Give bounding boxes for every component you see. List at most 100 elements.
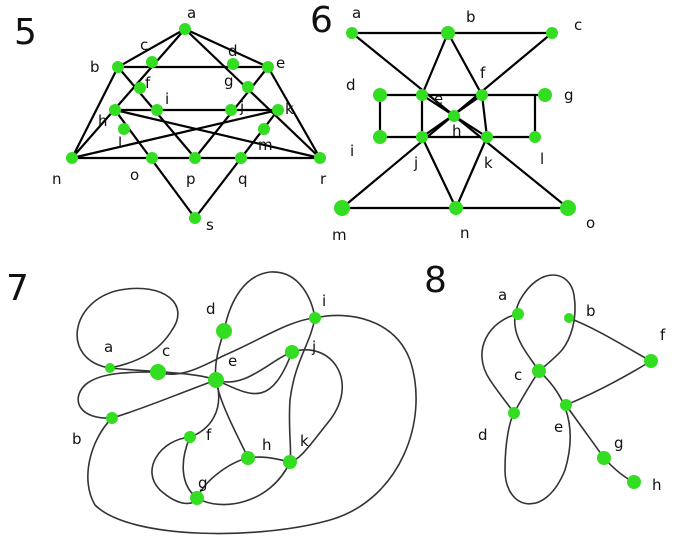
- f5-node-p: [189, 152, 201, 164]
- f6-label-n: n: [460, 224, 470, 242]
- f8-node-d: [508, 407, 520, 419]
- f5-label-h: h: [98, 112, 108, 130]
- f7-label-j: j: [311, 338, 316, 356]
- f5-label-q: q: [238, 170, 248, 188]
- figure-7-number: 7: [6, 268, 29, 309]
- f7-label-i: i: [322, 292, 326, 310]
- f5-label-f: f: [145, 74, 151, 92]
- f5-label-j: j: [239, 98, 244, 116]
- f5-node-e: [262, 61, 274, 73]
- f6-node-j: [416, 131, 428, 143]
- figure-6: 6: [310, 0, 595, 244]
- figure-6-edges: [340, 31, 570, 210]
- f7-node-c: [150, 364, 166, 380]
- f8-node-f: [644, 354, 658, 368]
- f5-node-k: [272, 104, 284, 116]
- f6-node-h: [448, 110, 460, 122]
- f8-label-e: e: [554, 418, 563, 436]
- f5-node-m: [258, 123, 270, 135]
- f6-node-m: [334, 200, 350, 216]
- f5-node-j: [225, 104, 237, 116]
- figure-6-labels: a b c d e f g h i j k l m n o: [332, 4, 595, 244]
- f5-edge-a-b: [116, 27, 187, 69]
- f7-node-k: [283, 455, 297, 469]
- f7-node-g: [190, 491, 204, 505]
- f5-label-b: b: [90, 58, 100, 76]
- f7-node-e: [208, 372, 224, 388]
- f5-label-e: e: [276, 54, 285, 72]
- f5-label-a: a: [187, 4, 196, 22]
- f6-node-k: [481, 131, 493, 143]
- f8-label-d: d: [478, 426, 488, 444]
- figure-7: 7: [6, 268, 417, 535]
- f6-label-k: k: [484, 154, 493, 172]
- f5-node-b: [112, 61, 124, 73]
- f7-node-a: [105, 363, 115, 373]
- f5-label-n: n: [52, 170, 62, 188]
- f7-node-f: [184, 431, 196, 443]
- f7-label-f: f: [206, 426, 212, 444]
- f8-node-e: [560, 399, 572, 411]
- f5-node-q: [235, 152, 247, 164]
- f8-label-b: b: [586, 302, 596, 320]
- f5-label-d: d: [228, 42, 238, 60]
- f6-node-d: [373, 88, 387, 102]
- f5-node-o: [146, 152, 158, 164]
- f6-node-o: [560, 200, 576, 216]
- f5-node-h: [109, 104, 121, 116]
- figure-7-labels: a b c d e f g h i j k: [72, 292, 326, 492]
- f5-node-n: [66, 152, 78, 164]
- f6-label-m: m: [332, 226, 347, 244]
- f7-label-g: g: [198, 474, 208, 492]
- figure-5-number: 5: [14, 12, 37, 53]
- f5-node-i: [151, 104, 163, 116]
- f7-label-e: e: [228, 352, 237, 370]
- figure-5-nodes: [66, 23, 326, 224]
- f8-label-a: a: [498, 286, 507, 304]
- f7-label-d: d: [206, 300, 216, 318]
- f6-label-h: h: [452, 122, 462, 140]
- f5-label-p: p: [186, 170, 196, 188]
- f5-node-a: [179, 23, 191, 35]
- f6-node-n: [449, 201, 463, 215]
- figure-7-curves: [76, 271, 417, 535]
- f6-label-o: o: [586, 214, 595, 232]
- f5-node-g: [242, 81, 254, 93]
- f7-label-b: b: [72, 430, 82, 448]
- figure-8: 8 a b c d e f g h: [424, 260, 666, 505]
- f7-label-a: a: [104, 338, 113, 356]
- figure-7-nodes: [105, 312, 321, 505]
- figure-8-curves: [481, 274, 652, 505]
- f6-label-f: f: [480, 64, 486, 82]
- f6-label-b: b: [466, 8, 476, 26]
- f5-label-o: o: [130, 166, 139, 184]
- f6-label-g: g: [564, 86, 574, 104]
- f5-label-i: i: [165, 90, 169, 108]
- f6-node-b: [441, 26, 455, 40]
- f6-label-e: e: [434, 90, 443, 108]
- f7-label-h: h: [262, 436, 272, 454]
- f8-node-b: [564, 313, 574, 323]
- f6-label-a: a: [352, 4, 361, 22]
- figure-8-number: 8: [424, 260, 447, 301]
- f5-label-l: l: [118, 134, 122, 152]
- f5-label-m: m: [258, 136, 273, 154]
- f5-node-d: [227, 58, 239, 70]
- f8-node-c: [532, 364, 546, 378]
- f8-label-c: c: [514, 366, 522, 384]
- f6-label-j: j: [413, 154, 418, 172]
- f5-label-c: c: [140, 36, 148, 54]
- f5-label-s: s: [206, 216, 214, 234]
- f7-node-d: [216, 323, 232, 339]
- f5-label-g: g: [224, 72, 234, 90]
- f5-node-r: [314, 152, 326, 164]
- f5-node-c: [146, 56, 158, 68]
- f6-label-l: l: [540, 150, 544, 168]
- f5-node-s: [189, 212, 201, 224]
- f6-node-a: [346, 27, 358, 39]
- f7-label-k: k: [300, 432, 309, 450]
- f7-node-i: [309, 312, 321, 324]
- f6-node-f: [476, 89, 488, 101]
- f6-node-g: [538, 88, 552, 102]
